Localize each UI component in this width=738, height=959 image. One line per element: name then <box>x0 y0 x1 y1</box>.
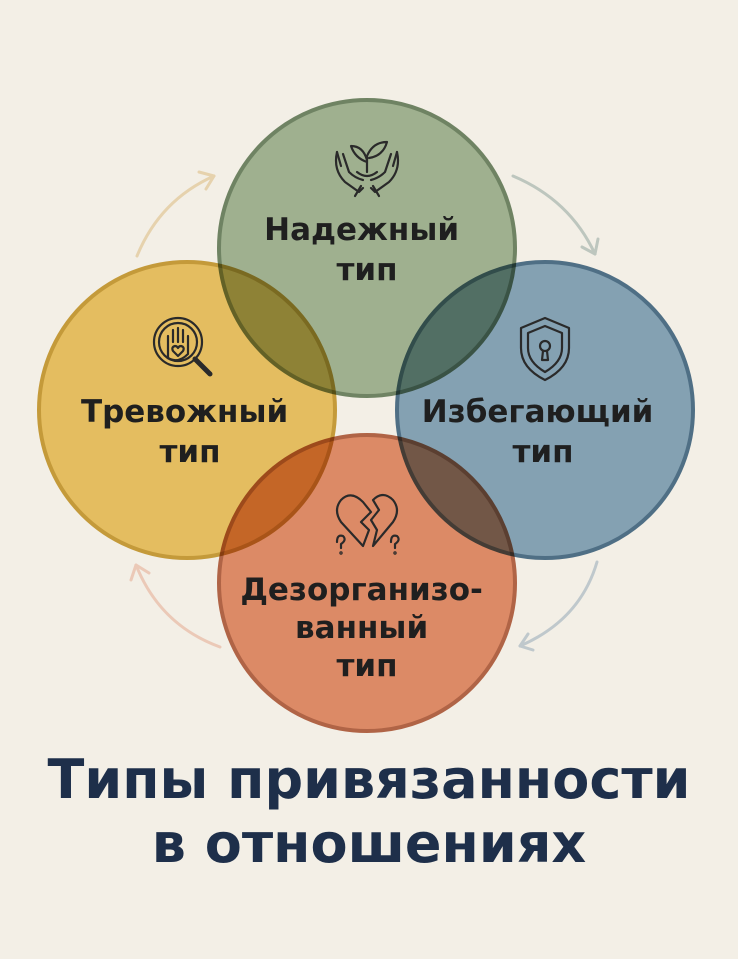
attachment-types-diagram: Надежный тип Тревожный тип Избегающий ти… <box>37 98 695 733</box>
cycle-arrow-bottom-right <box>518 560 599 652</box>
circle-label-line: тип <box>512 434 573 470</box>
circle-label-disorganized: Дезорганизо- ванный тип <box>240 572 493 684</box>
broken-heart-icon <box>335 493 400 555</box>
circle-label-line: тип <box>159 434 220 470</box>
hands-sprout-icon <box>334 140 400 198</box>
hand-heart-magnifier-icon <box>152 316 213 377</box>
cycle-arrow-top-right <box>511 174 600 256</box>
cycle-arrow-top-left <box>135 170 216 258</box>
circle-label-line: тип <box>336 252 397 288</box>
circle-disorganized <box>217 433 517 733</box>
circle-label-avoidant: Избегающий тип <box>422 394 664 470</box>
shield-keyhole-icon <box>519 316 571 382</box>
circle-label-line: тип <box>336 648 397 684</box>
cycle-arrow-bottom-left <box>129 563 222 649</box>
circle-label-line: Надежный <box>264 212 459 248</box>
page-title-line-1: Типы привязанности <box>47 748 691 811</box>
circle-label-anxious: Тревожный тип <box>81 394 299 470</box>
page-title-line-2: в отношениях <box>151 812 587 875</box>
circle-label-line: ванный <box>295 610 428 646</box>
circle-label-line: Избегающий <box>422 394 654 430</box>
circle-label-line: Дезорганизо- <box>240 572 483 608</box>
circle-label-line: Тревожный <box>81 394 288 430</box>
circle-label-secure: Надежный тип <box>264 212 470 288</box>
